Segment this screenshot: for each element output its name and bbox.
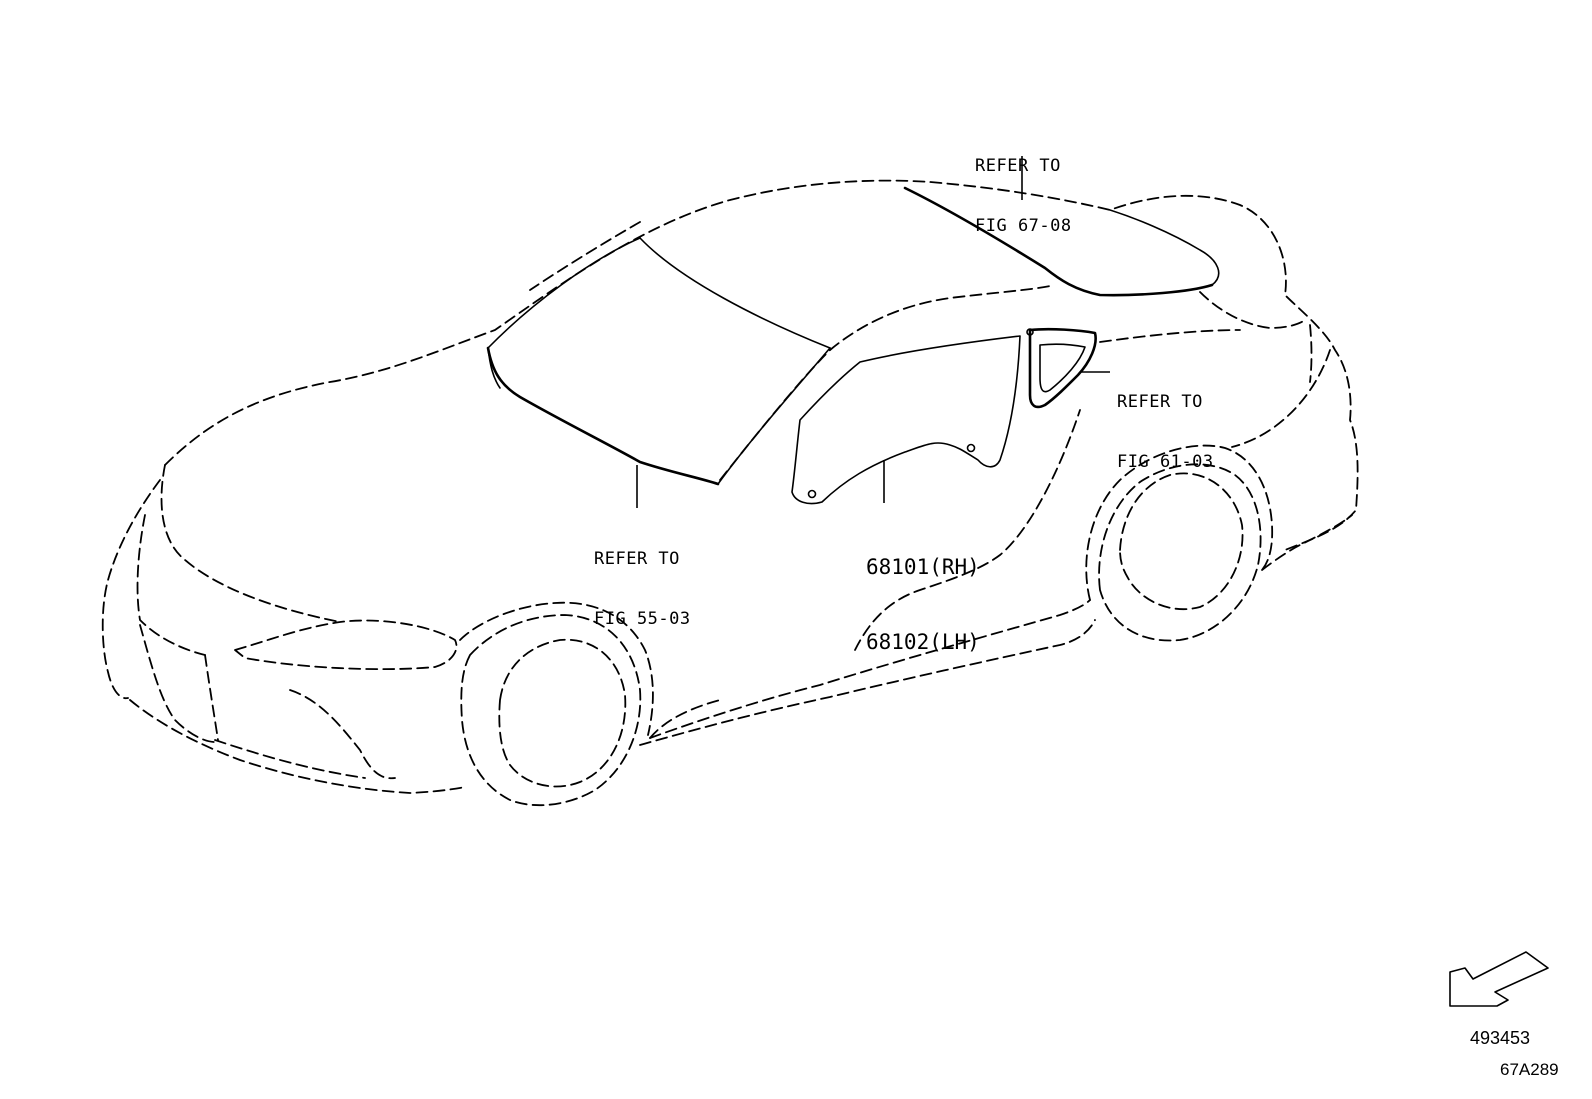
callout-quarter-line1: REFER TO	[1117, 392, 1203, 412]
door-glass-part	[791, 335, 1021, 505]
windshield-glass	[486, 237, 831, 486]
callout-roof-line2: FIG 67-08	[975, 216, 1072, 236]
callout-roof: REFER TO FIG 67-08	[975, 116, 1072, 256]
car-body-outline	[101, 179, 1359, 807]
leader-lines	[636, 156, 1110, 508]
callout-windshield-line1: REFER TO	[594, 549, 680, 569]
quarter-window-glass	[1026, 327, 1097, 409]
callout-quarter-window: REFER TO FIG 61-03	[1117, 352, 1214, 492]
callout-windshield-line2: FIG 55-03	[594, 609, 691, 629]
part-number-label: 68101(RH) 68102(LH)	[866, 505, 980, 680]
part-number-lh: 68102(LH)	[866, 630, 980, 654]
part-number-rh: 68101(RH)	[866, 555, 980, 579]
back-window-glass	[903, 186, 1220, 297]
illustration-number: 493453	[1470, 1028, 1531, 1048]
callout-roof-line1: REFER TO	[975, 156, 1061, 176]
callout-quarter-line2: FIG 61-03	[1117, 452, 1214, 472]
callout-windshield: REFER TO FIG 55-03	[594, 509, 691, 649]
figure-code: 67A289	[1500, 1060, 1559, 1079]
front-direction-arrow-icon	[1449, 951, 1549, 1007]
